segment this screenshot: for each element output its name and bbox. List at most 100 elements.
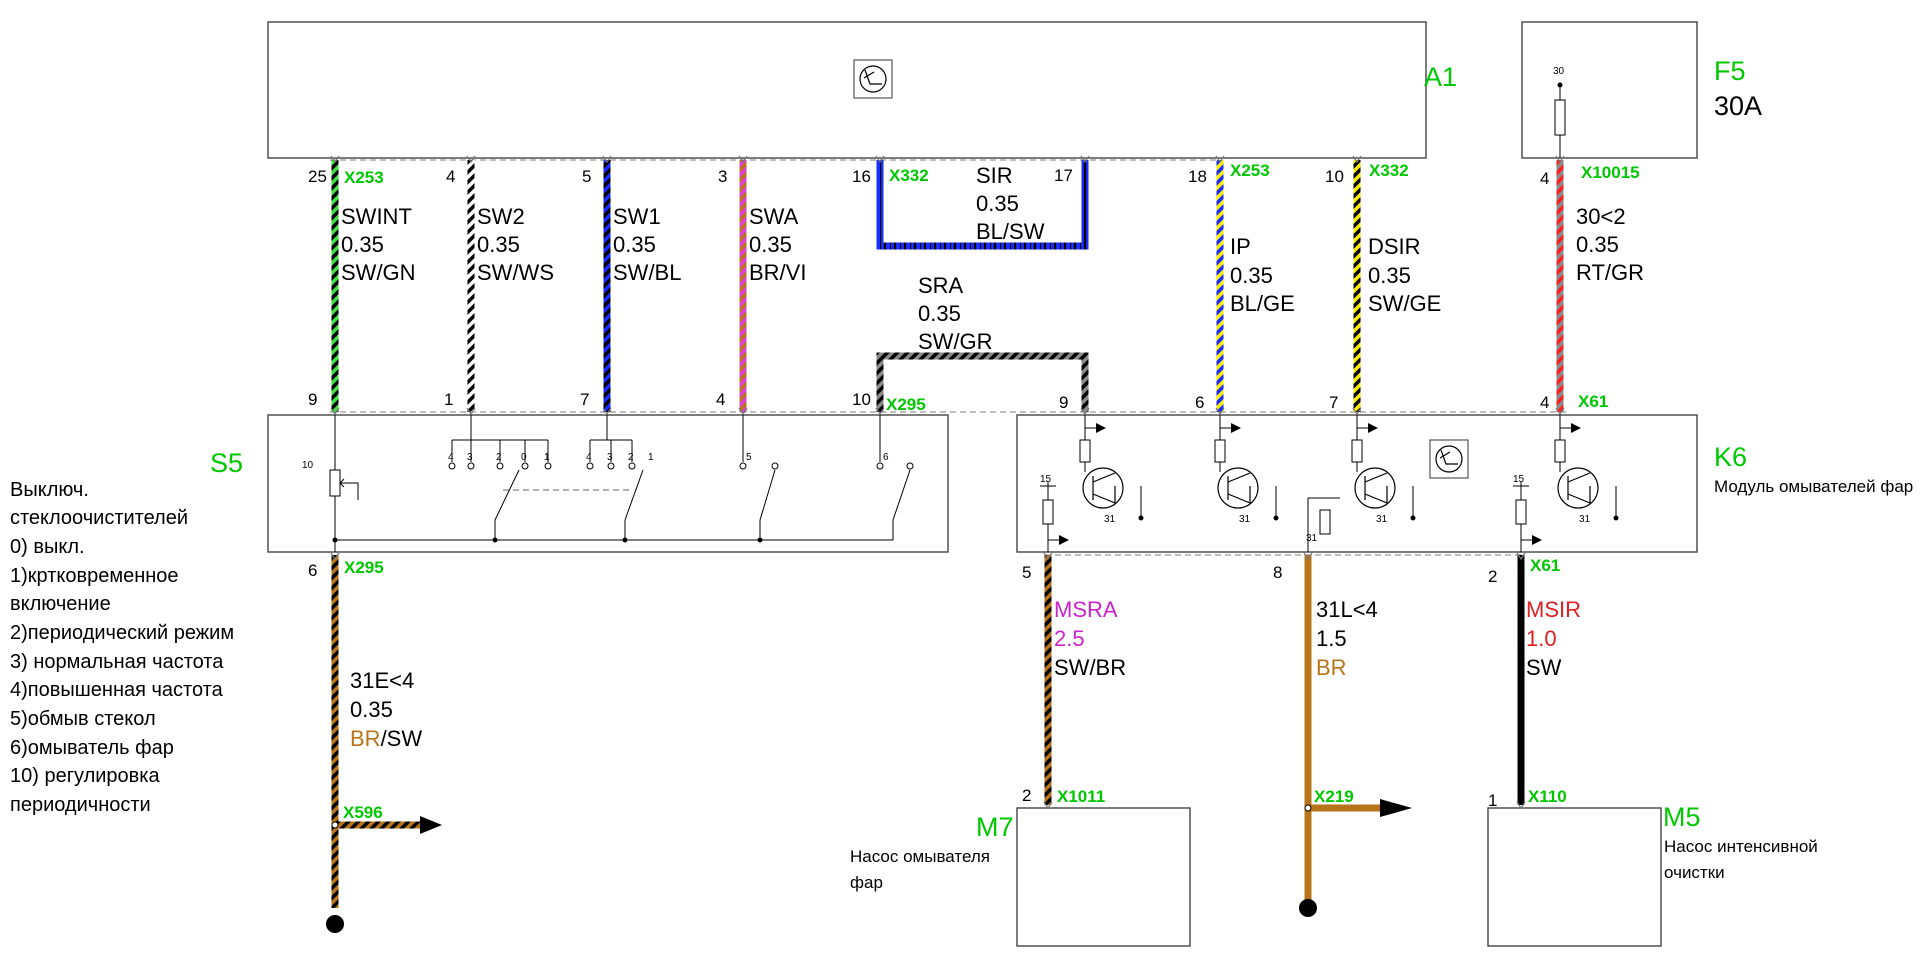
svg-text:9: 9 (308, 390, 317, 409)
a1-box (267, 21, 1427, 159)
svg-text:18: 18 (1188, 167, 1207, 186)
svg-text:MSIR: MSIR (1526, 597, 1581, 622)
svg-text:7: 7 (1329, 393, 1338, 412)
svg-text:15: 15 (1040, 474, 1052, 485)
svg-text:2: 2 (1022, 786, 1031, 805)
svg-text:0.35: 0.35 (350, 697, 393, 722)
svg-text:0) выкл.: 0) выкл. (10, 536, 85, 558)
svg-text:4: 4 (1540, 169, 1549, 188)
svg-text:X110: X110 (1528, 787, 1567, 806)
svg-text:16: 16 (852, 167, 871, 186)
wire-label-sw2: 4 SW2 0.35 SW/WS 1 (444, 167, 554, 409)
a1-module-icon (853, 59, 893, 99)
svg-text:31: 31 (1376, 514, 1388, 525)
svg-text:BL/SW: BL/SW (976, 219, 1045, 244)
wire-label-31l: 8 31L<4 1.5 BR X219 (1273, 563, 1378, 806)
svg-text:1: 1 (1488, 791, 1497, 810)
svg-text:X253: X253 (344, 168, 384, 187)
svg-text:MSRA: MSRA (1054, 597, 1118, 622)
k6-internal-circuit (1040, 415, 1617, 552)
splice-dot (1304, 804, 1312, 812)
svg-text:SW2: SW2 (477, 204, 525, 229)
m5-box (1487, 807, 1662, 947)
svg-text:Выключ.: Выключ. (10, 479, 89, 501)
color-code-secondary: /SW (381, 726, 423, 751)
svg-text:0.35: 0.35 (976, 191, 1019, 216)
svg-text:X61: X61 (1530, 556, 1560, 575)
wire-label-sir: 16 X332 SIR 0.35 BL/SW 17 (852, 163, 1073, 244)
svg-text:31L<4: 31L<4 (1316, 597, 1378, 622)
svg-text:4: 4 (586, 452, 592, 463)
wire-label-swint: 25 X253 SWINT 0.35 SW/GN 9 (308, 167, 416, 409)
wire-label-msra: 5 MSRA 2.5 SW/BR 2 X1011 (1022, 563, 1126, 806)
svg-text:включение: включение (10, 593, 111, 615)
svg-text:SW/WS: SW/WS (477, 260, 554, 285)
svg-text:8: 8 (1273, 563, 1282, 582)
m7-description-line: фар (850, 873, 883, 892)
svg-text:периодичности: периодичности (10, 794, 151, 816)
svg-text:1.0: 1.0 (1526, 626, 1557, 651)
wire-sir (876, 160, 1089, 250)
svg-text:BR: BR (1316, 655, 1347, 680)
svg-text:4: 4 (446, 167, 455, 186)
svg-text:3: 3 (718, 167, 727, 186)
svg-text:6: 6 (1195, 393, 1204, 412)
k6-module-icon (1429, 439, 1469, 479)
svg-text:31: 31 (1239, 514, 1251, 525)
svg-text:15: 15 (1513, 474, 1525, 485)
s5-label: S5 (210, 448, 243, 478)
s5-internal-circuit (329, 415, 911, 552)
svg-text:SWA: SWA (749, 204, 799, 229)
wire-label-msir: 2 X61 MSIR 1.0 SW 1 X110 (1488, 556, 1581, 810)
svg-text:SWINT: SWINT (341, 204, 412, 229)
svg-text:SW/GN: SW/GN (341, 260, 416, 285)
svg-text:1: 1 (544, 452, 550, 463)
svg-text:2: 2 (1488, 567, 1497, 586)
svg-text:5: 5 (1022, 563, 1031, 582)
svg-text:RT/GR: RT/GR (1576, 260, 1644, 285)
svg-text:0.35: 0.35 (749, 232, 792, 257)
svg-text:3) нормальная частота: 3) нормальная частота (10, 651, 224, 673)
svg-text:31: 31 (1104, 514, 1116, 525)
svg-text:DSIR: DSIR (1368, 234, 1421, 259)
svg-text:2: 2 (628, 452, 634, 463)
m7-box (1016, 807, 1191, 947)
svg-text:0: 0 (521, 452, 527, 463)
splice-dot (331, 821, 339, 829)
svg-text:5: 5 (582, 167, 591, 186)
s5-junction-dots (332, 537, 763, 543)
svg-text:X332: X332 (1369, 161, 1409, 180)
svg-text:10) регулировка: 10) регулировка (10, 765, 160, 787)
svg-text:X61: X61 (1578, 392, 1608, 411)
svg-text:10: 10 (302, 460, 314, 471)
f5-label: F5 (1714, 56, 1746, 86)
svg-text:SW/BL: SW/BL (613, 260, 681, 285)
wire-label-ip: 18 X253 IP 0.35 BL/GE 6 (1188, 161, 1295, 412)
svg-text:X219: X219 (1314, 787, 1354, 806)
svg-text:31: 31 (1579, 514, 1591, 525)
svg-text:X295: X295 (886, 395, 926, 414)
wire-label-31e: 6 X295 31E<4 0.35 BR/SW X596 (308, 558, 422, 822)
svg-text:1: 1 (444, 390, 453, 409)
svg-text:стеклоочистителей: стеклоочистителей (10, 507, 188, 529)
svg-text:0.35: 0.35 (341, 232, 384, 257)
svg-text:3: 3 (607, 452, 613, 463)
m5-label: M5 (1663, 802, 1701, 832)
m7-description-line: Насос омывателя (850, 847, 990, 866)
a1-label: A1 (1424, 62, 1457, 92)
x219-arrow-icon (1380, 799, 1412, 817)
svg-text:SRA: SRA (918, 273, 964, 298)
svg-text:SW/GR: SW/GR (918, 329, 993, 354)
x596-arrow-icon (420, 816, 442, 834)
svg-text:BR/SW: BR/SW (350, 726, 422, 751)
svg-text:0.35: 0.35 (1230, 263, 1273, 288)
wire-label-swa: 3 SWA 0.35 BR/VI 4 (716, 167, 806, 409)
svg-text:0.35: 0.35 (613, 232, 656, 257)
wire-label-dsir: 10 X332 DSIR 0.35 SW/GE 7 (1325, 161, 1441, 412)
wire-label-30: 4 X10015 30<2 0.35 RT/GR 4 X61 (1540, 163, 1644, 412)
f5-rating: 30A (1714, 91, 1762, 121)
svg-text:7: 7 (580, 390, 589, 409)
svg-text:0.35: 0.35 (918, 301, 961, 326)
k6-label: K6 (1714, 442, 1747, 472)
svg-text:SW: SW (1526, 655, 1562, 680)
